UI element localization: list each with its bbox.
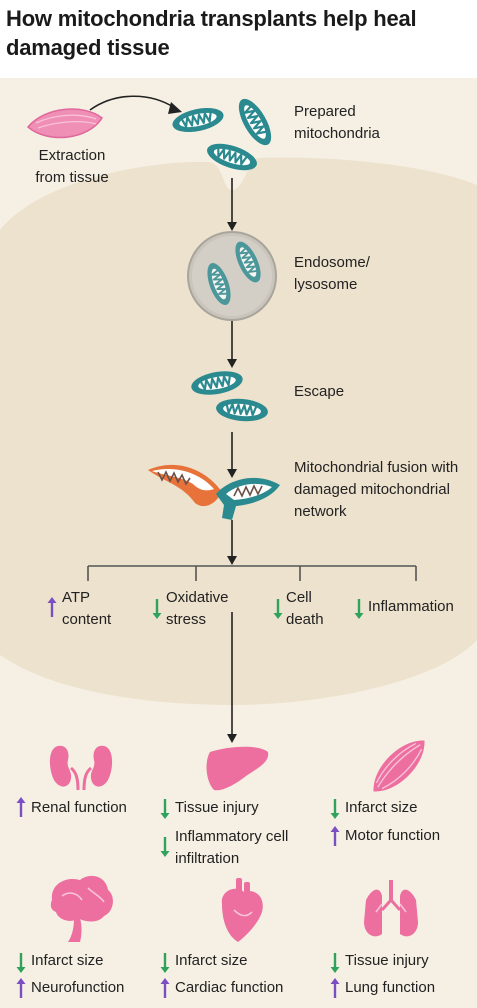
lungs-effect-2: Lung function: [345, 979, 436, 996]
liver-effect-2: Inflammatory cell infiltration: [175, 828, 289, 867]
arrow-down-icon: [16, 953, 26, 973]
cell-effect-oxidative: Oxidative stress: [166, 589, 229, 628]
cell-body: [0, 157, 477, 705]
arrow-down-icon: [160, 953, 170, 973]
muscle-tissue-icon: [26, 108, 103, 139]
muscle-effect-2: Motor function: [345, 827, 441, 844]
fusion-label: Mitochondrial fusion with damaged mitoch…: [294, 459, 459, 520]
lungs-icon: [364, 880, 418, 937]
heart-effect-2: Cardiac function: [175, 979, 284, 996]
arrow-down-icon: [160, 837, 170, 857]
liver-effect-1: Tissue injury: [175, 799, 259, 816]
heart-effect-1: Infarct size: [175, 952, 248, 969]
effects-bracket: [87, 565, 417, 581]
endosome-label: Endosome/ lysosome: [294, 254, 370, 293]
arrow-up-icon: [330, 826, 340, 846]
fused-mitochondria-network: [148, 464, 280, 520]
arrow-up-icon: [16, 978, 26, 998]
kidney-icon: [49, 745, 113, 791]
arrow-up-icon: [330, 978, 340, 998]
lungs-effect-1: Tissue injury: [345, 952, 429, 969]
muscle-icon: [373, 740, 425, 792]
cell-effect-atp: ATP content: [62, 589, 112, 628]
kidney-effect-1: Renal function: [31, 799, 127, 816]
muscle-effect-1: Infarct size: [345, 799, 418, 816]
heart-icon: [221, 878, 263, 942]
escape-label: Escape: [294, 383, 345, 400]
liver-icon: [206, 746, 269, 791]
header: How mitochondria transplants help heal d…: [0, 0, 477, 78]
brain-effect-1: Infarct size: [31, 952, 104, 969]
arrow-down-icon: [330, 799, 340, 819]
cell-effect-inflammation: Inflammation: [368, 598, 454, 615]
arrow-down-icon: [160, 799, 170, 819]
page-title: How mitochondria transplants help heal d…: [6, 6, 417, 60]
endosome: [187, 231, 277, 321]
arrow-up-icon: [160, 978, 170, 998]
arrow-down-icon: [330, 953, 340, 973]
cell-effect-death: Cell death: [286, 589, 324, 628]
extraction-label: Extraction from tissue: [35, 147, 109, 186]
arrow-up-icon: [16, 797, 26, 817]
brain-icon: [50, 875, 113, 942]
transfer-arrow: [89, 95, 176, 111]
brain-effect-2: Neurofunction: [31, 979, 125, 996]
prepared-mitochondria-label: Prepared mitochondria: [294, 103, 380, 142]
